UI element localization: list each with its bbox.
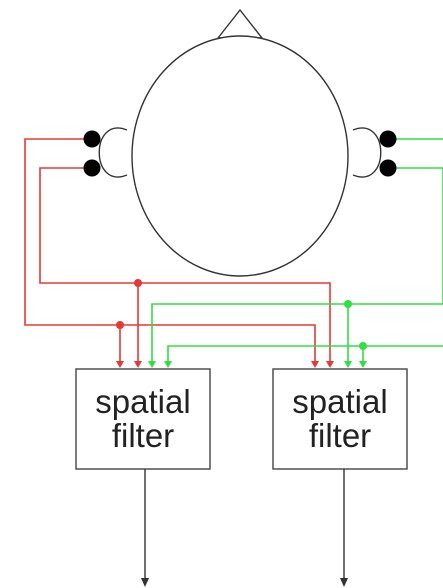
arrowhead-icon — [116, 361, 124, 368]
filter-label-line2: filter — [309, 417, 371, 454]
arrowhead-icon — [311, 361, 319, 368]
arrowhead-icon — [134, 361, 142, 368]
wire-right-upper — [167, 345, 443, 365]
output-arrows — [141, 469, 348, 587]
junction-dot — [344, 300, 352, 308]
electrode-left-upper — [83, 130, 101, 148]
electrode-right-upper — [379, 130, 397, 148]
junction-dot — [359, 342, 367, 350]
right-ear-icon — [352, 127, 382, 178]
arrowhead-icon — [148, 361, 156, 368]
head — [98, 8, 382, 277]
arrowhead-icon — [164, 361, 172, 368]
filter-label-line2: filter — [112, 417, 174, 454]
wire-right-lower — [151, 167, 443, 365]
wire-left-upper — [24, 138, 316, 365]
spatial-filter-left: spatial filter — [75, 368, 211, 470]
arrowhead-icon — [344, 361, 352, 368]
right-electrode-wires — [151, 138, 443, 365]
filter-label-line1: spatial — [95, 383, 190, 420]
filter-label-line1: spatial — [292, 383, 387, 420]
head-outline — [131, 35, 349, 277]
input-arrowheads — [116, 361, 367, 368]
arrowhead-icon — [141, 578, 149, 587]
junction-dot — [134, 279, 142, 287]
arrowhead-icon — [326, 361, 334, 368]
arrowhead-icon — [359, 361, 367, 368]
nose-icon — [216, 8, 264, 39]
electrode-left-lower — [83, 159, 101, 177]
filter-box — [272, 368, 408, 470]
left-ear-icon — [98, 127, 128, 178]
junction-dot — [116, 321, 124, 329]
filter-box — [75, 368, 211, 470]
left-electrode-wires — [24, 138, 331, 365]
arrowhead-icon — [340, 578, 348, 587]
spatial-filter-right: spatial filter — [272, 368, 408, 470]
electrode-right-lower — [379, 159, 397, 177]
wire-left-lower — [39, 167, 331, 365]
electrodes — [83, 130, 397, 177]
